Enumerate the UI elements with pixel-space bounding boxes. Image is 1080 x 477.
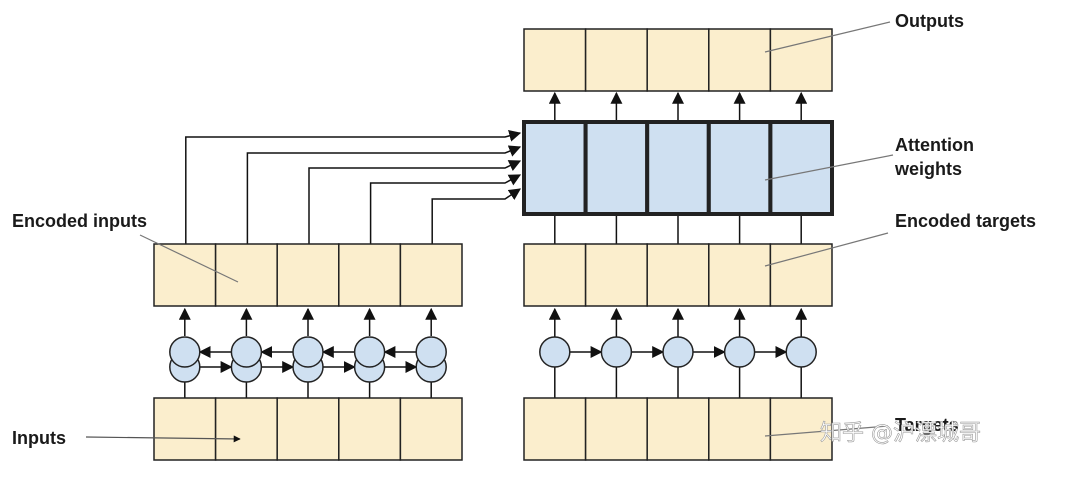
rnn-nodes bbox=[169, 336, 817, 383]
decoder-node bbox=[539, 336, 571, 368]
attention-leader bbox=[764, 154, 894, 181]
inputs-row bbox=[153, 397, 463, 461]
decoder-node bbox=[600, 336, 633, 368]
attention-weights-row bbox=[522, 120, 835, 216]
targets-label: Targets bbox=[895, 415, 959, 435]
connectors bbox=[178, 91, 808, 398]
decoder-node bbox=[785, 336, 817, 368]
inputs-row-cell bbox=[214, 397, 278, 461]
encoder-forward-node bbox=[292, 336, 324, 368]
targets-row-cell bbox=[769, 397, 833, 461]
encoded-targets-row-cell bbox=[584, 243, 648, 307]
decoder-node bbox=[662, 336, 694, 368]
targets-row-cell bbox=[584, 397, 648, 461]
targets-leader bbox=[764, 425, 889, 437]
label-leaders bbox=[139, 21, 894, 437]
encoded-targets-row-cell bbox=[769, 243, 833, 307]
attention-weights-row-cell bbox=[768, 120, 835, 216]
encoder-forward-node bbox=[353, 336, 386, 368]
inputs-arrow bbox=[85, 435, 241, 443]
attention-weights-label-line1: Attention bbox=[895, 135, 974, 155]
encoded-inputs-row-cell bbox=[338, 243, 402, 307]
encoded-inputs-row-cell bbox=[214, 243, 278, 307]
encoded-targets-row-cell bbox=[523, 243, 587, 307]
encoded-inputs-leader bbox=[139, 234, 239, 283]
attention-input-route bbox=[369, 174, 522, 244]
outputs-row-cell bbox=[769, 28, 833, 92]
inputs-row-cell bbox=[276, 397, 340, 461]
attention-input-route bbox=[431, 188, 521, 244]
encoded-targets-leader bbox=[764, 232, 889, 267]
encoded-inputs-label: Encoded inputs bbox=[12, 211, 147, 231]
encoded-targets-label: Encoded targets bbox=[895, 211, 1036, 231]
targets-row-cell bbox=[523, 397, 587, 461]
outputs-row bbox=[523, 28, 833, 92]
attention-input-route bbox=[246, 145, 522, 244]
attention-weights-row-cell bbox=[645, 120, 711, 216]
outputs-row-cell bbox=[523, 28, 587, 92]
attention-input-route bbox=[308, 160, 522, 244]
outputs-row-cell bbox=[708, 28, 772, 92]
encoded-targets-row-cell bbox=[646, 243, 710, 307]
encoder-forward-node bbox=[415, 336, 447, 368]
inputs-row-cell bbox=[338, 397, 402, 461]
targets-row bbox=[523, 397, 833, 461]
encoded-targets-row-cell bbox=[708, 243, 772, 307]
inputs-row-cell bbox=[153, 397, 217, 461]
attention-weights-label-line2: weights bbox=[894, 159, 962, 179]
encoded-inputs-row-cell bbox=[153, 243, 217, 307]
watermark: 知乎 @沪漂城哥 bbox=[820, 421, 981, 446]
encoded-inputs-row bbox=[153, 243, 463, 307]
encoded-inputs-row-cell bbox=[399, 243, 463, 307]
encoded-inputs-row-cell bbox=[276, 243, 340, 307]
attention-weights-row-cell bbox=[583, 120, 650, 216]
inputs-label: Inputs bbox=[12, 428, 66, 448]
outputs-leader bbox=[764, 21, 891, 53]
encoded-targets-row bbox=[523, 243, 833, 307]
targets-row-cell bbox=[708, 397, 772, 461]
encoder-forward-node bbox=[230, 336, 263, 368]
cell-rows bbox=[153, 28, 835, 461]
encoder-forward-node bbox=[169, 336, 201, 368]
attention-weights-row-cell bbox=[522, 120, 588, 216]
outputs-row-cell bbox=[584, 28, 648, 92]
outputs-row-cell bbox=[646, 28, 710, 92]
outputs-label: Outputs bbox=[895, 11, 964, 31]
targets-row-cell bbox=[646, 397, 710, 461]
attention-input-route bbox=[185, 129, 522, 244]
attention-weights-row-cell bbox=[706, 120, 773, 216]
decoder-node bbox=[723, 336, 756, 368]
inputs-row-cell bbox=[399, 397, 463, 461]
